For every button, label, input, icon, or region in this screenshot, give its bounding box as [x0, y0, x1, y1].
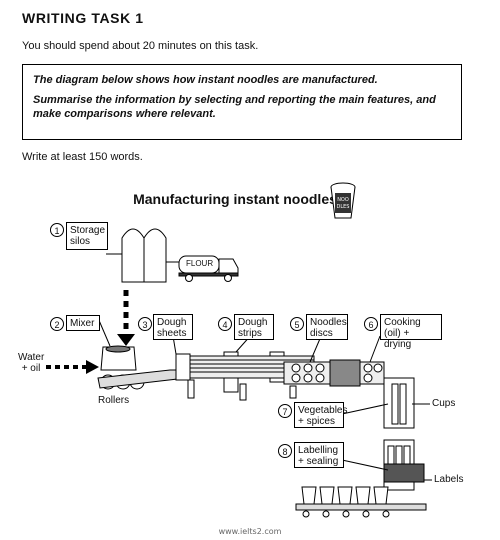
step-3-label: Dough sheets	[153, 314, 193, 340]
noodles-discs-belt	[283, 359, 385, 387]
svg-text:DLES: DLES	[337, 204, 350, 210]
rollers-label: Rollers	[98, 395, 130, 406]
page-heading: WRITING TASK 1	[22, 10, 144, 26]
diagram-title: Manufacturing instant noodles	[133, 191, 337, 207]
step-8-number: 8	[278, 444, 292, 458]
task-box: The diagram below shows how instant nood…	[22, 64, 462, 140]
step-6-label: Cooking (oil) + drying	[380, 314, 442, 350]
step-5-number: 5	[290, 317, 304, 331]
cups-label: Cups	[432, 398, 456, 409]
step-1-label: Storage silos	[66, 222, 108, 250]
time-instruction: You should spend about 20 minutes on thi…	[22, 40, 259, 52]
step-2-label: Mixer	[66, 315, 100, 331]
water-oil-label: Water + oil	[18, 352, 45, 374]
step-7-number: 7	[278, 404, 292, 418]
step-6-number: 6	[364, 317, 378, 331]
step-7-label: Vegetables + spices	[294, 402, 348, 428]
word-count-instruction: Write at least 150 words.	[22, 151, 143, 163]
storage-silos-icon	[121, 228, 185, 283]
step-5-label: Noodles discs	[306, 314, 348, 340]
watermark: www.ielts2.com	[218, 527, 282, 536]
task-description: The diagram below shows how instant nood…	[33, 74, 378, 86]
step-4-number: 4	[218, 317, 232, 331]
noodle-cup-icon: NOO DLES	[330, 182, 356, 219]
cup-logo-line-1: NOO	[337, 197, 349, 203]
step-2-number: 2	[50, 317, 64, 331]
task-instruction: Summarise the information by selecting a…	[33, 94, 436, 120]
step-1-number: 1	[50, 223, 64, 237]
flour-truck-icon	[178, 255, 239, 282]
step-8-label: Labelling + sealing	[294, 442, 344, 468]
finished-cups-row	[295, 486, 427, 518]
step-4-label: Dough strips	[234, 314, 274, 340]
step-3-number: 3	[138, 317, 152, 331]
labels-label: Labels	[434, 474, 464, 485]
flour-truck-label: FLOUR	[186, 259, 214, 268]
